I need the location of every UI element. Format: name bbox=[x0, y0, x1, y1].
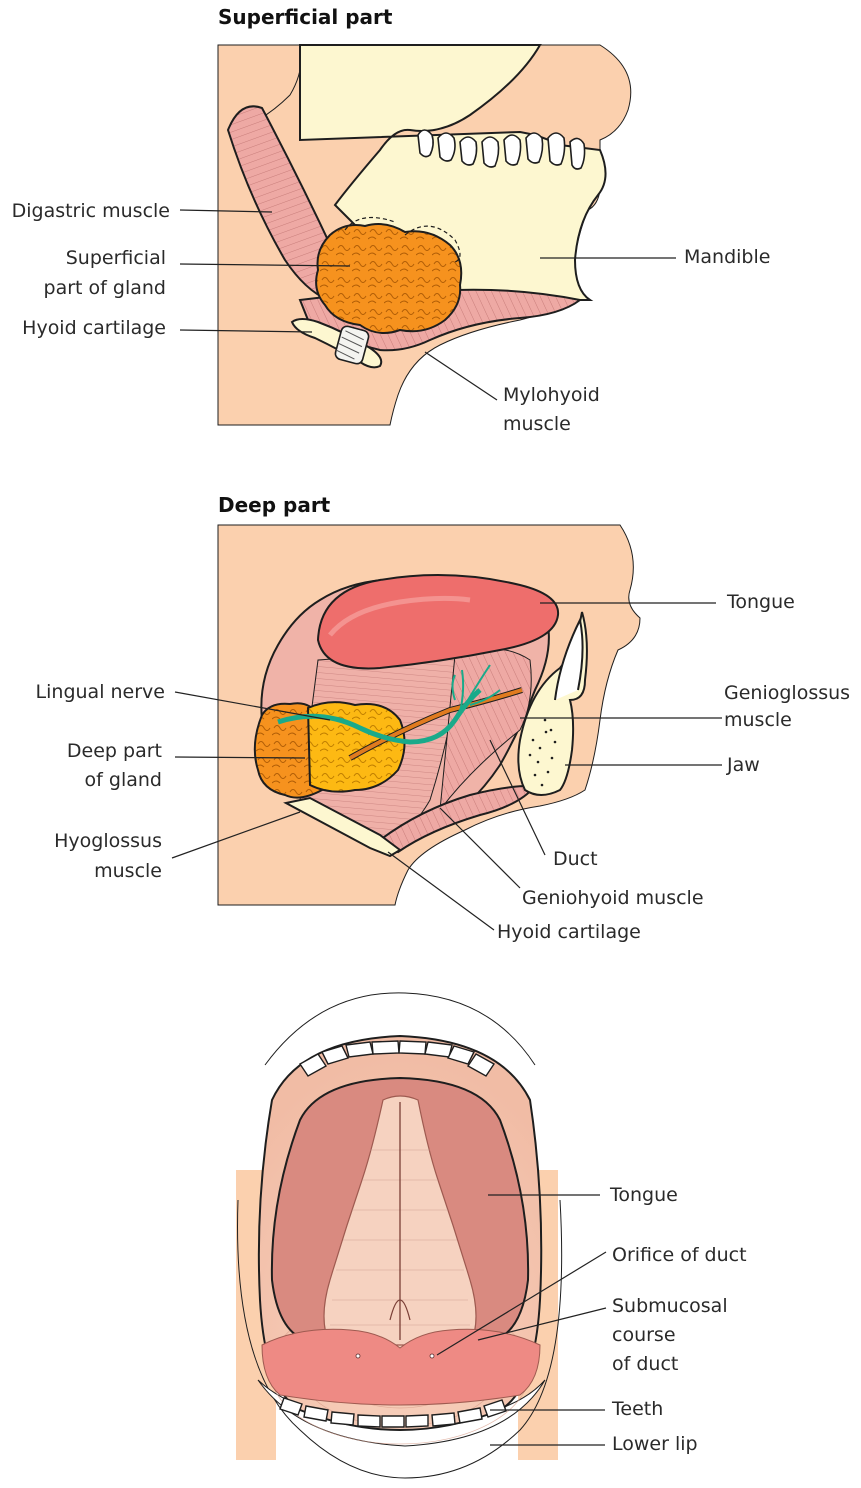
label-jaw: Jaw bbox=[726, 754, 760, 776]
label-orifice-of-duct: Orifice of duct bbox=[612, 1244, 747, 1266]
label-superficial-gland-line1: Superficial bbox=[66, 247, 166, 269]
superficial-gland bbox=[316, 224, 461, 333]
superficial-part-title: Superficial part bbox=[218, 5, 393, 29]
label-deep-hyoid-cartilage: Hyoid cartilage bbox=[497, 921, 641, 943]
label-submucosal-line1: Submucosal bbox=[612, 1295, 728, 1317]
superficial-part-panel: Superficial part bbox=[12, 5, 771, 435]
label-mylohyoid-line1: Mylohyoid bbox=[503, 384, 600, 406]
label-mouth-tongue: Tongue bbox=[609, 1184, 678, 1206]
label-hyoid-cartilage: Hyoid cartilage bbox=[22, 317, 166, 339]
label-teeth: Teeth bbox=[611, 1398, 663, 1420]
label-digastric-muscle: Digastric muscle bbox=[12, 200, 170, 222]
label-submucosal-line2: course bbox=[612, 1324, 676, 1346]
label-lower-lip: Lower lip bbox=[612, 1433, 698, 1455]
label-mylohyoid-line2: muscle bbox=[503, 413, 571, 435]
label-genioglossus-line1: Genioglossus bbox=[724, 682, 850, 704]
label-superficial-gland-line2: part of gland bbox=[44, 277, 166, 299]
label-hyoglossus-line1: Hyoglossus bbox=[54, 830, 162, 852]
mouth-view-panel: Tongue Orifice of duct Submucosal course… bbox=[236, 993, 747, 1478]
label-submucosal-line3: of duct bbox=[612, 1353, 678, 1375]
duct-orifice-right bbox=[430, 1354, 434, 1358]
deep-part-panel: Deep part bbox=[36, 493, 851, 943]
label-geniohyoid-muscle: Geniohyoid muscle bbox=[522, 887, 704, 909]
label-lingual-nerve: Lingual nerve bbox=[36, 681, 165, 703]
label-genioglossus-line2: muscle bbox=[724, 709, 792, 731]
label-duct: Duct bbox=[553, 848, 598, 870]
duct-orifice-left bbox=[356, 1354, 360, 1358]
label-deep-gland-line1: Deep part bbox=[67, 740, 162, 762]
deep-part-title: Deep part bbox=[218, 493, 331, 517]
label-deep-gland-line2: of gland bbox=[85, 769, 162, 791]
label-hyoglossus-line2: muscle bbox=[94, 860, 162, 882]
label-mandible: Mandible bbox=[684, 246, 770, 268]
label-deep-tongue: Tongue bbox=[726, 591, 795, 613]
